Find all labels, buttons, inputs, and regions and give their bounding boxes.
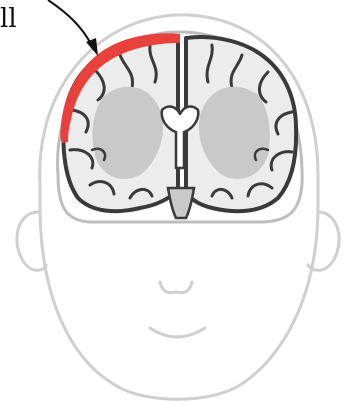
curved-arrow-icon — [48, 0, 98, 56]
brain-stem — [168, 188, 194, 218]
